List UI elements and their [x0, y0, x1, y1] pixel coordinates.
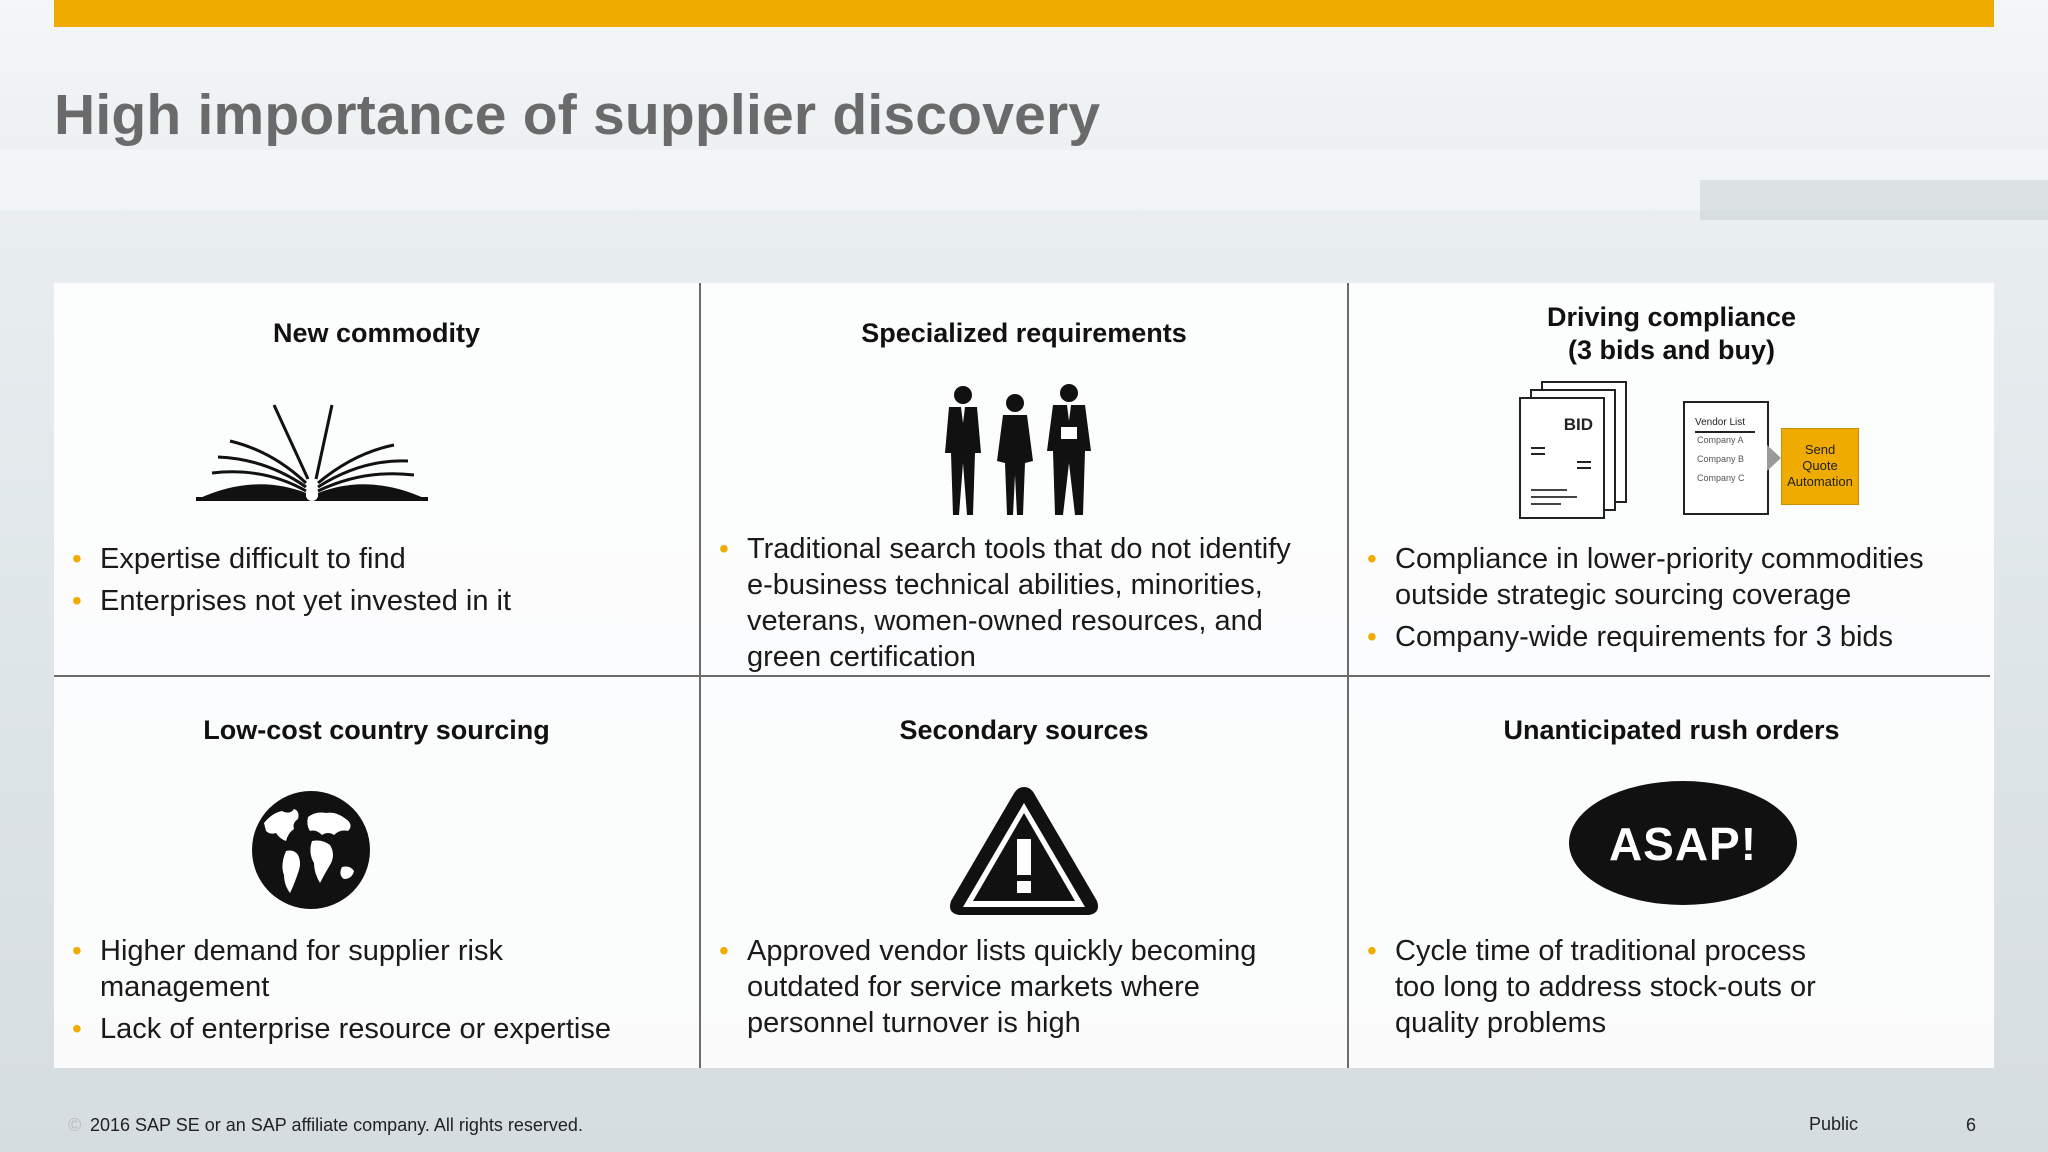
cell-heading: Unanticipated rush orders: [1503, 715, 1840, 745]
footer-copyright: © 2016 SAP SE or an SAP affiliate compan…: [68, 1115, 583, 1136]
globe-icon: [252, 791, 370, 909]
document-line: [1577, 467, 1591, 469]
send-quote-line: Send: [1804, 442, 1836, 457]
list-item: Approved vendor lists quickly becoming o…: [717, 933, 1317, 1041]
send-quote-text: Send Quote Automation: [1782, 442, 1858, 490]
cell-driving-compliance: Driving compliance (3 bids and buy) BID …: [1349, 283, 1994, 675]
document-line: [1531, 489, 1567, 491]
list-item: Higher demand for supplier risk manageme…: [70, 933, 670, 1005]
arrow-right-icon: [1767, 445, 1781, 471]
bullet-list: Expertise difficult to find Enterprises …: [70, 541, 670, 625]
accent-bar: [54, 0, 1994, 27]
vendor-list-item: Company B: [1697, 454, 1745, 464]
vendor-list-rule: [1695, 431, 1755, 433]
document-line: [1531, 447, 1545, 449]
bullet-list: Traditional search tools that do not ide…: [717, 531, 1317, 681]
list-item: Expertise difficult to find: [70, 541, 670, 577]
list-item: Compliance in lower-priority commodities…: [1365, 541, 1975, 613]
list-item: Lack of enterprise resource or expertise: [70, 1011, 670, 1047]
warning-triangle-icon: [950, 787, 1098, 915]
content-grid: New commodity Expertise difficult to fin…: [54, 283, 1994, 1068]
document-line: [1577, 461, 1591, 463]
footer-classification: Public: [1809, 1114, 1859, 1134]
bid-label: BID: [1563, 415, 1593, 434]
copyright-text: 2016 SAP SE or an SAP affiliate company.…: [90, 1115, 583, 1135]
document-line: [1531, 503, 1561, 505]
slide-title: High importance of supplier discovery: [54, 83, 1101, 147]
asap-badge-text: ASAP!: [1608, 818, 1758, 870]
cell-heading: Low-cost country sourcing: [203, 715, 550, 745]
send-quote-line: Quote: [1802, 458, 1838, 473]
document-sheet: BID: [1519, 397, 1605, 519]
copyright-symbol: ©: [68, 1115, 82, 1135]
vendor-list-title: Vendor List: [1695, 417, 1746, 428]
list-item: Traditional search tools that do not ide…: [717, 531, 1317, 675]
bullet-list: Compliance in lower-priority commodities…: [1365, 541, 1975, 661]
open-book-icon: [196, 404, 428, 501]
business-people-icon: [945, 384, 1091, 515]
grid-divider: [54, 675, 1990, 677]
document-line: [1531, 496, 1577, 498]
list-item: Cycle time of traditional process too lo…: [1365, 933, 1835, 1041]
cell-heading: New commodity: [272, 318, 481, 348]
cell-heading-line: (3 bids and buy): [1567, 335, 1775, 365]
cell-heading-line: Driving compliance: [1546, 302, 1797, 332]
vendor-list-item: Company C: [1697, 473, 1745, 483]
send-quote-line: Automation: [1787, 474, 1853, 489]
cell-low-cost-country: Low-cost country sourcing Higher demand …: [54, 677, 699, 1068]
cell-specialized-requirements: Specialized requirements Traditional sea…: [701, 283, 1347, 675]
cell-heading: Specialized requirements: [861, 318, 1187, 348]
cell-heading: Secondary sources: [899, 715, 1149, 745]
send-quote-box: Send Quote Automation: [1781, 428, 1859, 505]
page-number: 6: [1966, 1115, 1977, 1135]
list-item: Enterprises not yet invested in it: [70, 583, 670, 619]
background-decoration: [1700, 180, 2048, 220]
cell-secondary-sources: Secondary sources Approved vendor lists …: [701, 677, 1347, 1068]
list-item: Company-wide requirements for 3 bids: [1365, 619, 1975, 655]
cell-heading: Driving compliance (3 bids and buy): [1349, 301, 1994, 367]
bid-documents-icon: BID: [1519, 381, 1639, 521]
vendor-list-document: Vendor List Company A Company B Company …: [1683, 401, 1769, 515]
cell-rush-orders: Unanticipated rush orders ASAP! Cycle ti…: [1349, 677, 1994, 1068]
bullet-list: Cycle time of traditional process too lo…: [1365, 933, 1835, 1047]
asap-badge-icon: ASAP!: [1569, 781, 1797, 905]
bullet-list: Approved vendor lists quickly becoming o…: [717, 933, 1317, 1047]
background-decoration: [0, 150, 2048, 210]
bullet-list: Higher demand for supplier risk manageme…: [70, 933, 670, 1053]
cell-new-commodity: New commodity Expertise difficult to fin…: [54, 283, 699, 675]
document-line: [1531, 453, 1545, 455]
vendor-list-item: Company A: [1697, 435, 1744, 445]
